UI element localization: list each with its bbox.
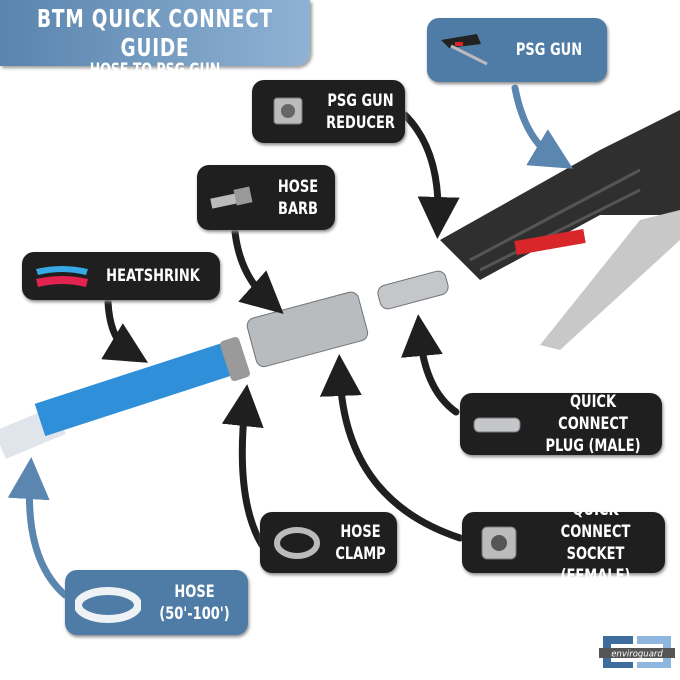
arrow-heatshrink [101,298,149,363]
arrow-socket [319,354,464,542]
arrow-plug [400,314,460,416]
blue-hose [34,338,246,437]
arrow-psg-gun [511,84,574,169]
label-psg-gun: PSG GUN [427,18,607,82]
arrow-hose [7,457,69,599]
enviroguard-logo: enviroguard [597,632,677,672]
quick-connect-socket [246,291,369,368]
socket-icon [472,523,526,563]
arrow-barb [231,228,284,314]
plug-icon [470,404,524,444]
title-banner: BTM QUICK CONNECT GUIDE HOSE TO PSG GUN [0,0,310,80]
heatshrink-icon [32,261,88,291]
hose-clamp-icon [270,523,324,563]
psg-gun-icon [437,30,491,70]
reducer-icon [262,92,316,132]
title: BTM QUICK CONNECT GUIDE [37,4,273,62]
svg-text:enviroguard: enviroguard [611,650,663,660]
gun-trigger [540,210,680,350]
hose-coil-icon [74,583,142,623]
psg-gun-body [440,110,680,280]
subtitle: HOSE TO PSG GUN [89,60,221,80]
quick-connect-plug [377,270,449,310]
arrow-clamp [221,384,266,549]
hose-clamp [220,336,250,382]
trigger-lock [514,229,586,255]
arrow-reducer [401,111,460,239]
hose-barb-icon [207,178,261,218]
label-heatshrink: HEATSHRINK [22,252,220,300]
label-hose: HOSE(50'-100') [65,570,248,635]
